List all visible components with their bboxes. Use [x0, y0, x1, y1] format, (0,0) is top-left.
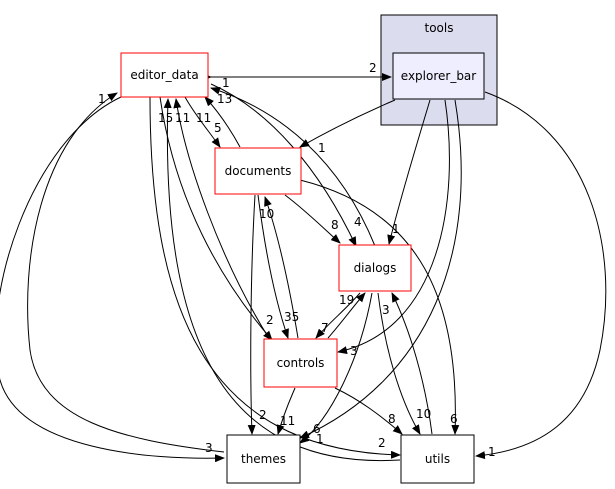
- edge-controls-utils: [334, 387, 403, 435]
- edge-explorer-documents: [299, 99, 396, 148]
- node-dialogs[interactable]: dialogs: [338, 244, 412, 292]
- edge-editor-utils: [149, 96, 401, 459]
- edge-label: 2: [266, 313, 274, 327]
- edge-utils-dialogs: [391, 292, 433, 435]
- edge-label: 1: [222, 76, 230, 90]
- edge-label: 1: [316, 432, 324, 446]
- edge-label: 11: [175, 111, 190, 125]
- edge-label: 4: [354, 215, 362, 229]
- edge-label: 5: [214, 121, 222, 135]
- edge-documents-controls: [257, 194, 289, 339]
- edge-explorer-utils: [475, 91, 607, 460]
- edge-editor-themes: [0, 96, 225, 463]
- edge-label: 10: [416, 407, 431, 421]
- node-controls-label: controls: [277, 356, 325, 370]
- edge-themes-editor: [27, 92, 225, 453]
- edge-label: 3: [350, 344, 358, 358]
- edge-label: 19: [339, 293, 354, 307]
- node-themes-box: [226, 434, 301, 484]
- edge-label: 11: [196, 111, 211, 125]
- node-documents[interactable]: documents: [214, 147, 302, 195]
- edge-label: 2: [369, 61, 377, 75]
- node-themes-label: themes: [241, 452, 286, 466]
- edge-documents-themes: [247, 194, 256, 435]
- edge-label: 1: [392, 222, 400, 236]
- edge-label: 15: [158, 111, 173, 125]
- edge-documents-editor: [204, 96, 241, 148]
- node-dialogs-label: dialogs: [354, 261, 397, 275]
- node-explorer-bar[interactable]: explorer_bar: [392, 52, 485, 100]
- edge-label: 1: [488, 445, 496, 459]
- edge-controls-documents: [264, 196, 299, 339]
- node-utils-box: [400, 434, 475, 484]
- node-controls[interactable]: controls: [263, 338, 338, 388]
- edge-label: 3: [382, 303, 390, 317]
- node-explorer-bar-label: explorer_bar: [401, 69, 477, 83]
- edge-utils-editor: [163, 98, 401, 462]
- edge-documents-dialogs: [284, 194, 341, 244]
- edges: [0, 73, 607, 463]
- node-editor-data-label: editor_data: [130, 68, 198, 82]
- edge-editor-documents: [184, 96, 221, 148]
- edge-label: 2: [378, 436, 386, 450]
- edge-explorer-controls: [337, 99, 450, 355]
- edge-label: 8: [331, 218, 339, 232]
- edge-label: 3: [205, 441, 213, 455]
- cluster-title: tools: [425, 21, 454, 35]
- edge-label: 6: [313, 422, 321, 436]
- edge-label: 13: [217, 92, 232, 106]
- edge-explorer-themes: [299, 99, 462, 439]
- edge-label: 6: [450, 412, 458, 426]
- node-documents-box: [214, 147, 302, 195]
- edge-documents-utils: [299, 179, 460, 435]
- edge-editor-dialogs: [210, 83, 357, 247]
- edge-dialogs-themes: [299, 292, 373, 444]
- edge-dialogs-utils: [377, 292, 421, 435]
- edge-label: 11: [280, 414, 295, 428]
- edge-controls-dialogs: [327, 292, 366, 339]
- node-editor-data-box: [120, 52, 209, 98]
- node-editor-data[interactable]: editor_data: [120, 52, 209, 98]
- node-utils-label: utils: [425, 452, 450, 466]
- node-controls-box: [263, 338, 338, 388]
- edge-label: 1: [98, 92, 106, 106]
- node-utils[interactable]: utils: [400, 434, 475, 484]
- edge-controls-editor: [173, 98, 271, 341]
- edge-label: 8: [388, 412, 396, 426]
- node-themes[interactable]: themes: [226, 434, 301, 484]
- node-documents-label: documents: [225, 164, 292, 178]
- edge-label: 35: [284, 310, 299, 324]
- node-explorer-bar-box: [392, 52, 485, 100]
- edge-label: 10: [259, 207, 274, 221]
- node-dialogs-box: [338, 244, 412, 292]
- edge-label: 7: [321, 321, 329, 335]
- edge-label: 2: [259, 408, 267, 422]
- edge-label: 1: [318, 141, 326, 155]
- edge-controls-themes: [276, 387, 296, 435]
- edge-labels: 2 1 3 1 5 11 13 1 15 11 8 35 10 7 19 1 3…: [98, 61, 496, 459]
